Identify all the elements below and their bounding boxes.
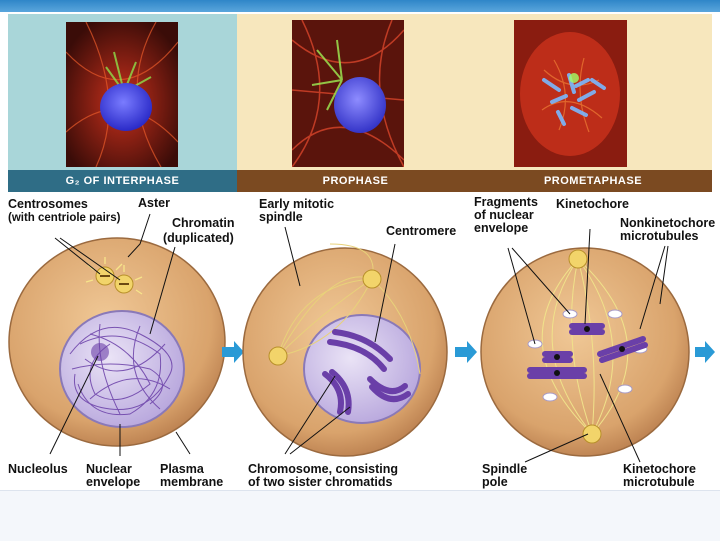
phase-band-prometaphase-label: PROMETAPHASE	[543, 175, 643, 187]
label-nuclear-envelope: Nuclear envelope	[86, 462, 141, 489]
leader-lines	[49, 213, 669, 463]
top-accent-line	[0, 12, 720, 14]
label-kinetochore: Kinetochore	[556, 197, 629, 211]
label-centriole-pairs: (with centriole pairs)	[8, 212, 121, 224]
label-chromatin: Chromatin	[172, 216, 235, 230]
g2-micrograph	[66, 22, 178, 167]
g2-cell	[8, 237, 226, 447]
label-kinetochore-microtubule: Kinetochore microtubule	[623, 462, 696, 489]
arrow-prophase-to-prometaphase	[455, 341, 477, 363]
label-centromere: Centromere	[386, 224, 457, 238]
cell-diagrams	[8, 213, 715, 463]
phase-band-prophase: PROPHASE	[237, 170, 474, 192]
prophase-cell	[242, 243, 448, 457]
phase-band-prometaphase: PROMETAPHASE	[474, 170, 712, 192]
label-early-spindle: Early mitotic spindle	[259, 197, 335, 224]
phase-band-g2-label: G₂ OF INTERPHASE	[65, 175, 180, 187]
arrow-g2-to-prophase	[222, 341, 244, 363]
prometaphase-micrograph	[514, 20, 627, 167]
prometaphase-cell	[480, 247, 690, 457]
label-aster: Aster	[138, 196, 170, 210]
mitosis-figure: G₂ OF INTERPHASE PROPHASE PROMETAPHASE	[0, 14, 720, 490]
prophase-micrograph	[292, 20, 404, 167]
label-fragments: Fragments of nuclear envelope	[474, 195, 538, 235]
label-nucleolus: Nucleolus	[8, 462, 68, 476]
label-duplicated: (duplicated)	[163, 231, 234, 245]
label-nonkinetochore: Nonkinetochore microtubules	[620, 216, 716, 243]
label-plasma-membrane: Plasma membrane	[160, 462, 224, 489]
phase-band-g2: G₂ OF INTERPHASE	[8, 170, 237, 192]
slide-footer-area	[0, 490, 720, 541]
top-accent-bar	[0, 0, 720, 12]
phase-band-prophase-label: PROPHASE	[322, 175, 389, 187]
arrow-prometaphase-next	[695, 341, 715, 363]
label-spindle-pole: Spindle pole	[482, 462, 528, 489]
label-chromosome: Chromosome, consisting of two sister chr…	[248, 462, 399, 489]
label-centrosomes: Centrosomes	[8, 197, 88, 211]
